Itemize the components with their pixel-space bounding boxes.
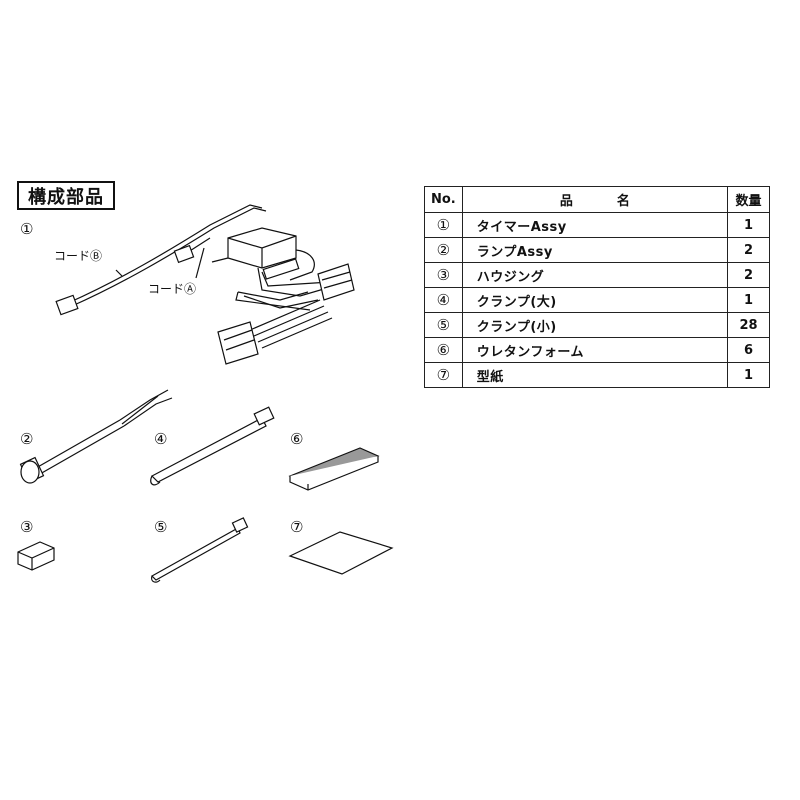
row-qty: 6 [727,337,770,363]
clamp-large-drawing [150,406,275,486]
row-qty: 1 [727,212,770,238]
header-qty: 数量 [727,186,770,213]
row-no: ⑤ [424,312,463,338]
section-title: 構成部品 [17,181,115,210]
table-header-row: No. 品 名 数量 [424,186,770,213]
table-row: ④ クランプ(大) 1 [424,287,770,313]
part-label-6: ⑥ [290,430,304,448]
part-label-2: ② [20,430,34,448]
row-qty: 1 [727,362,770,388]
part-label-1: ① [20,220,34,238]
row-no: ④ [424,287,463,313]
row-name: ハウジング [461,262,729,288]
part-label-5: ⑤ [154,518,168,536]
row-qty: 28 [727,312,770,338]
template-paper-drawing [288,531,394,575]
lamp-assy-drawing [19,389,173,484]
row-no: ② [424,237,463,263]
clamp-small-drawing [151,517,249,583]
header-name-part1: 品 [559,194,573,209]
header-no: No. [424,186,463,213]
table-row: ⑤ クランプ(小) 28 [424,312,770,338]
callout-cord-b: コードⒷ [54,249,103,263]
row-qty: 2 [727,237,770,263]
row-qty: 2 [727,262,770,288]
row-no: ⑥ [424,337,463,363]
table-row: ① タイマーAssy 1 [424,212,770,238]
table-row: ⑦ 型紙 1 [424,362,770,388]
row-no: ⑦ [424,362,463,388]
part-label-4: ④ [154,430,168,448]
row-no: ① [424,212,463,238]
row-name: タイマーAssy [461,212,729,238]
parts-table: No. 品 名 数量 ① タイマーAssy 1 ② ランプAssy 2 ③ ハウ… [424,186,770,388]
timer-assy-drawing [55,204,355,365]
row-name: クランプ(大) [461,287,729,313]
urethane-foam-drawing [288,447,380,491]
part-label-7: ⑦ [290,518,304,536]
table-row: ② ランプAssy 2 [424,237,770,263]
row-no: ③ [424,262,463,288]
row-name: ウレタンフォーム [461,337,729,363]
housing-drawing [17,541,55,571]
table-row: ③ ハウジング 2 [424,262,770,288]
part-label-3: ③ [20,518,34,536]
header-name-part2: 名 [616,194,630,209]
header-name: 品 名 [461,186,729,213]
row-qty: 1 [727,287,770,313]
table-row: ⑥ ウレタンフォーム 6 [424,337,770,363]
row-name: 型紙 [461,362,729,388]
callout-cord-a: コードⒶ [148,282,197,296]
row-name: ランプAssy [461,237,729,263]
row-name: クランプ(小) [461,312,729,338]
